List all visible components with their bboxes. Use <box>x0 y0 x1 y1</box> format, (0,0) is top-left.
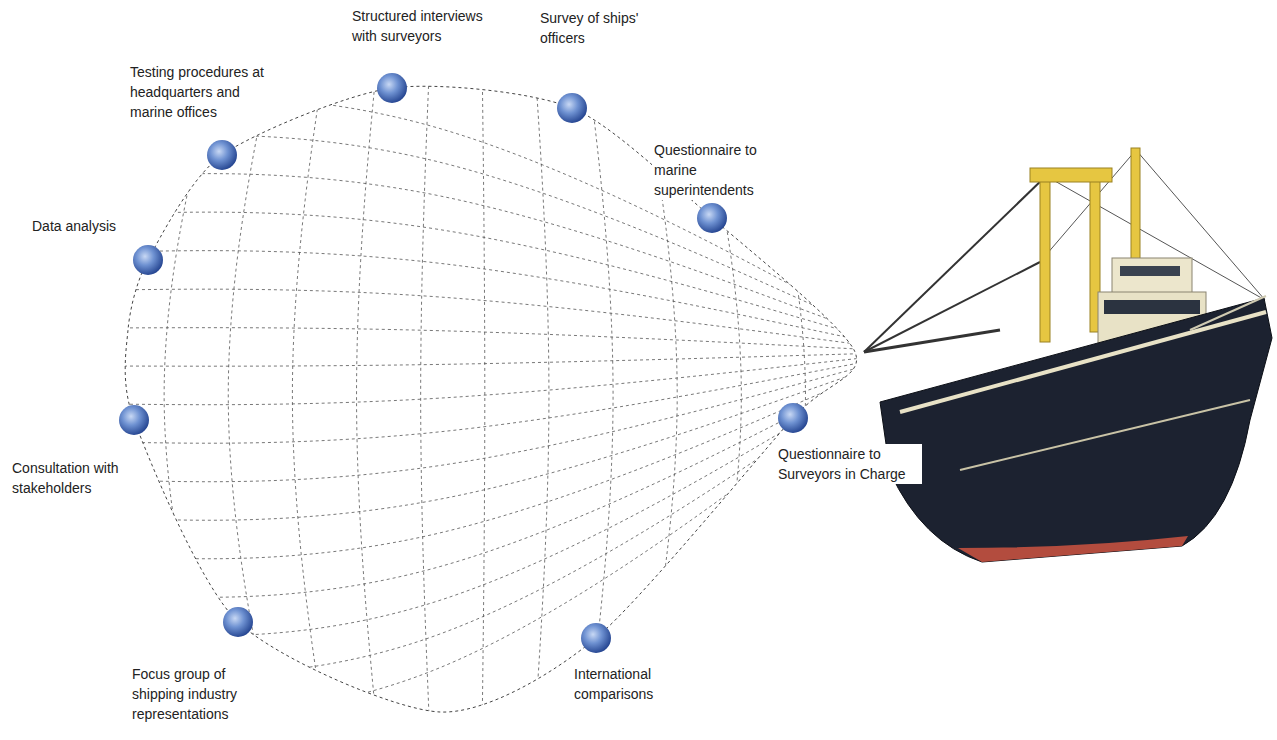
blob-symbol <box>132 244 164 276</box>
hull-bottom <box>958 536 1188 562</box>
windows <box>1120 266 1180 276</box>
mesh-outline <box>125 86 856 712</box>
rigging <box>1040 150 1136 262</box>
method-label: International comparisons <box>572 664 680 704</box>
blob-symbol <box>376 72 408 104</box>
mesh-line <box>534 50 549 740</box>
blob-symbol <box>206 139 238 171</box>
mesh-line <box>482 50 485 740</box>
method-node: Survey of ships' officers <box>556 92 588 124</box>
mesh-line <box>100 354 860 367</box>
bridge-windows <box>1104 300 1200 314</box>
blob-circle <box>557 93 587 123</box>
bow-rail <box>1190 296 1266 330</box>
mesh-line <box>100 376 860 558</box>
blob-circle <box>119 405 149 435</box>
blob-symbol <box>556 92 588 124</box>
method-label: Data analysis <box>30 216 144 236</box>
method-node: Structured interviews with surveyors <box>376 72 408 104</box>
blob-symbol <box>777 402 809 434</box>
mesh-line <box>100 386 860 636</box>
blob-circle <box>697 203 727 233</box>
mesh-line <box>100 135 860 326</box>
method-node: Questionnaire to marine superintendents <box>696 202 728 234</box>
mesh-line <box>100 372 860 520</box>
mesh-line <box>357 50 378 740</box>
method-node: Testing procedures at headquarters and m… <box>206 139 238 171</box>
blob-circle <box>223 607 253 637</box>
boom <box>864 330 1000 352</box>
method-node: Consultation with stakeholders <box>118 404 150 436</box>
blob-symbol <box>580 622 612 654</box>
method-node: Questionnaire to Surveyors in Charge <box>777 402 809 434</box>
blob-circle <box>581 623 611 653</box>
blob-circle <box>778 403 808 433</box>
gantry-bar <box>1030 168 1112 182</box>
mesh-line <box>292 50 326 740</box>
mesh-line <box>421 50 430 740</box>
mesh-line <box>100 289 860 344</box>
blob-symbol <box>222 606 254 638</box>
blob-circle <box>133 245 163 275</box>
mesh-sphere <box>100 50 870 740</box>
mesh-line <box>100 50 170 740</box>
method-label: Focus group of shipping industry represe… <box>130 664 256 724</box>
mesh-line <box>100 390 860 674</box>
method-label: Questionnaire to marine superintendents <box>652 140 766 200</box>
method-label: Consultation with stakeholders <box>10 458 142 498</box>
mesh-line <box>100 363 860 443</box>
blob-symbol <box>118 404 150 436</box>
hull-line <box>960 400 1250 470</box>
mesh-grid <box>100 50 870 740</box>
cable <box>864 176 1046 352</box>
mesh-line <box>100 381 860 597</box>
rigging <box>1046 176 1265 300</box>
method-node: Focus group of shipping industry represe… <box>222 606 254 638</box>
mesh-line <box>100 328 860 349</box>
hull-stripe <box>900 312 1266 412</box>
mesh-line <box>794 50 870 740</box>
blob-circle <box>377 73 407 103</box>
gantry-post <box>1040 172 1050 342</box>
trawler-picture <box>864 148 1272 562</box>
mesh-line <box>100 212 860 335</box>
method-node: International comparisons <box>580 622 612 654</box>
upper-deck <box>1112 258 1192 294</box>
method-label: Questionnaire to Surveyors in Charge <box>776 444 922 484</box>
method-node: Data analysis <box>132 244 164 276</box>
method-label: Testing procedures at headquarters and m… <box>128 62 282 122</box>
mesh-line <box>100 251 860 340</box>
method-label: Structured interviews with surveyors <box>350 6 506 46</box>
blob-circle <box>207 140 237 170</box>
cable <box>864 262 1040 352</box>
mesh-line <box>100 367 860 481</box>
hull <box>880 298 1272 562</box>
method-label: Survey of ships' officers <box>538 8 660 48</box>
blob-symbol <box>696 202 728 234</box>
mesh-line <box>100 97 860 322</box>
